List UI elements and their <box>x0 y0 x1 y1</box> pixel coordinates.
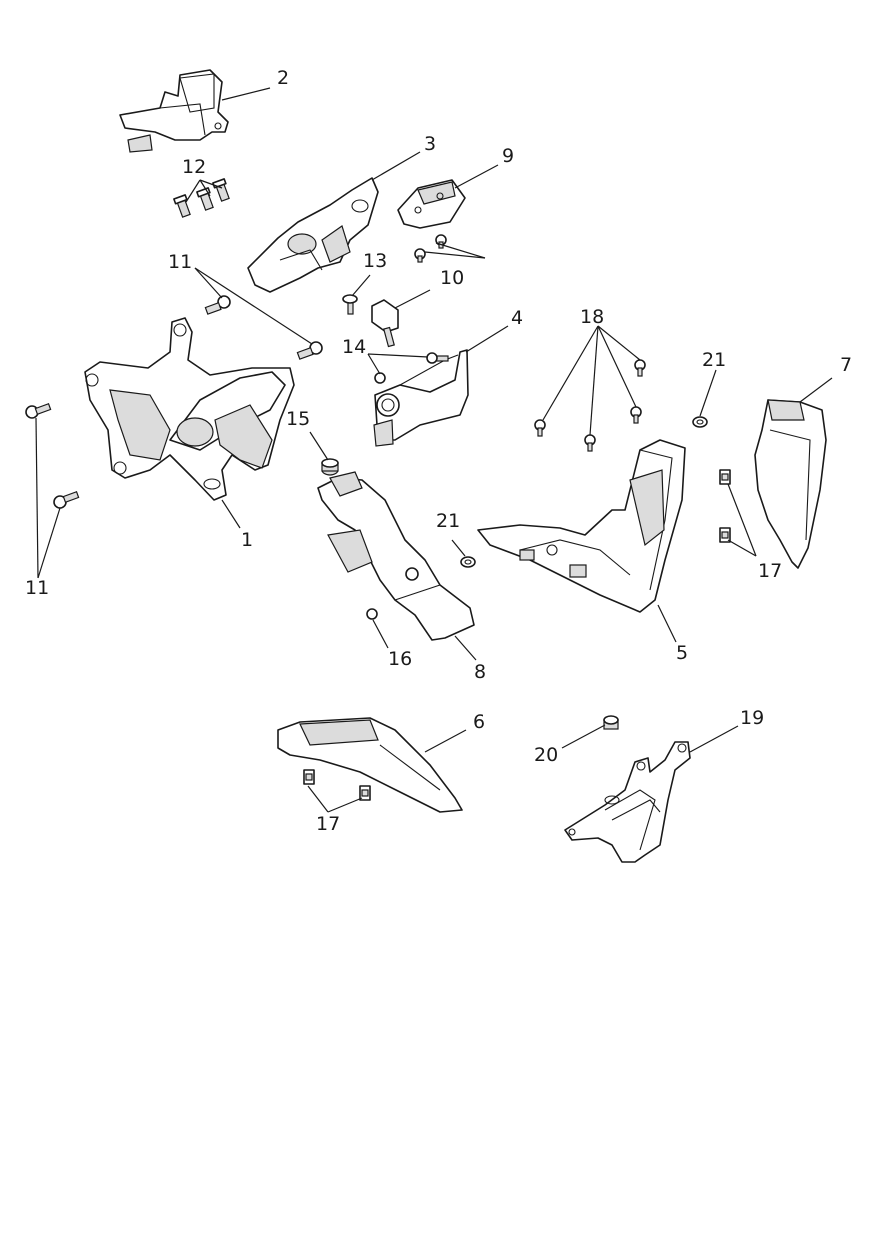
part-15-grommet <box>321 458 339 476</box>
callout-6: 6 <box>473 711 485 733</box>
callout-9: 9 <box>502 145 514 167</box>
callout-4: 4 <box>511 307 523 329</box>
callout-2: 2 <box>277 67 289 89</box>
part-14-pins <box>426 352 449 364</box>
callout-14: 14 <box>342 336 366 358</box>
callout-1: 1 <box>241 529 253 551</box>
callout-7: 7 <box>840 354 852 376</box>
callout-18: 18 <box>580 306 604 328</box>
callout-13: 13 <box>363 250 387 272</box>
part-19-support-bracket <box>564 741 691 863</box>
part-5-nose-fairing <box>477 439 686 613</box>
callout-20: 20 <box>534 744 558 766</box>
callout-5: 5 <box>676 642 688 664</box>
callout-8: 8 <box>474 661 486 683</box>
callout-16: 16 <box>388 648 412 670</box>
part-6-lower-cover <box>277 717 463 813</box>
callout-12: 12 <box>182 156 206 178</box>
part-11-bolts <box>25 295 323 509</box>
part-9-screws <box>414 234 447 263</box>
part-10-sensor <box>371 299 399 348</box>
callout-11-lower: 11 <box>25 577 49 599</box>
part-3-clamp-cover <box>247 177 379 293</box>
callout-11-upper: 11 <box>168 251 192 273</box>
part-7-side-panel <box>754 399 827 569</box>
part-18-screws <box>534 359 646 452</box>
part-21-nuts <box>460 416 708 568</box>
callout-labels: 2 3 9 12 11 13 10 4 14 18 21 7 15 1 21 1… <box>25 67 852 835</box>
part-9-small-cover <box>397 179 466 229</box>
callout-21-right: 21 <box>702 349 726 371</box>
callout-21-mid: 21 <box>436 510 460 532</box>
part-17-clips <box>303 469 731 801</box>
callout-3: 3 <box>424 133 436 155</box>
part-8-panel <box>317 471 475 641</box>
callout-10: 10 <box>440 267 464 289</box>
part-13-screw <box>342 294 358 315</box>
part-1-main-bracket <box>84 317 295 501</box>
part-16-screw <box>366 608 378 620</box>
part-4-mount-bracket <box>373 349 469 447</box>
part-2-upper-bracket <box>119 69 229 153</box>
part-20-buffer <box>603 715 619 730</box>
leader-lines <box>35 87 833 813</box>
callout-17-right: 17 <box>758 560 782 582</box>
callout-19: 19 <box>740 707 764 729</box>
callout-17-lower: 17 <box>316 813 340 835</box>
callout-15: 15 <box>286 408 310 430</box>
